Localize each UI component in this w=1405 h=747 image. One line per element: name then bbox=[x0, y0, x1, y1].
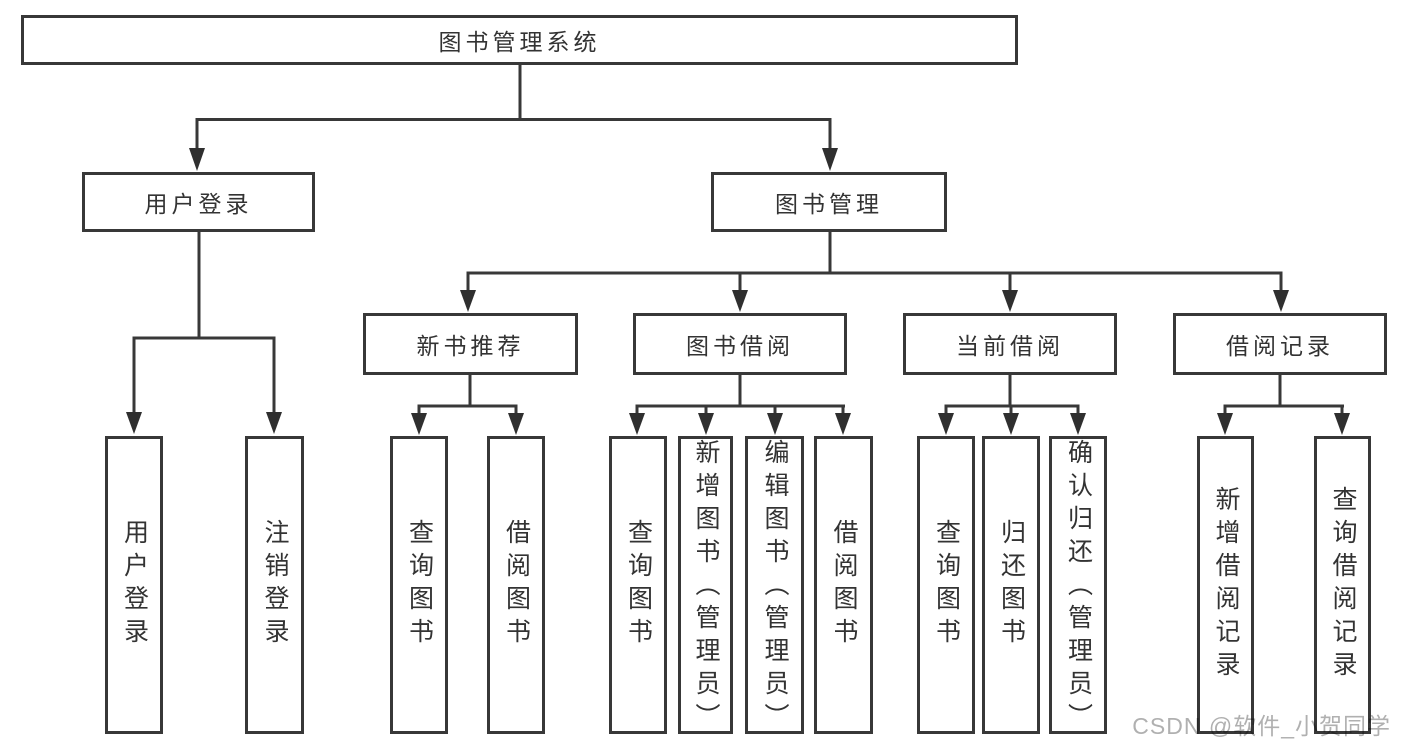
node-borrowing-records: 借阅记录 bbox=[1173, 313, 1387, 375]
leaf-confirm-return-admin: 确认归还（管理员） bbox=[1049, 436, 1107, 736]
watermark: CSDN @软件_小贺同学 bbox=[1132, 713, 1391, 739]
node-root: 图书管理系统 bbox=[21, 15, 1018, 65]
leaf-query-books-recommend: 查询图书 bbox=[390, 436, 448, 734]
leaf-return-books: 归还图书 bbox=[982, 436, 1040, 734]
node-user-login-branch: 用户登录 bbox=[82, 172, 315, 232]
leaf-add-borrow-record: 新增借阅记录 bbox=[1197, 436, 1254, 734]
leaf-user-login: 用户登录 bbox=[105, 436, 163, 734]
leaf-logout: 注销登录 bbox=[245, 436, 304, 734]
node-book-borrowing: 图书借阅 bbox=[633, 313, 847, 375]
node-current-borrowing: 当前借阅 bbox=[903, 313, 1117, 375]
leaf-borrow-books-recommend: 借阅图书 bbox=[487, 436, 545, 734]
leaf-query-books-borrowing: 查询图书 bbox=[609, 436, 667, 734]
leaf-borrow-books-borrowing: 借阅图书 bbox=[814, 436, 873, 734]
leaf-add-books-admin: 新增图书（管理员） bbox=[678, 436, 733, 736]
leaf-query-borrow-record: 查询借阅记录 bbox=[1314, 436, 1371, 734]
leaf-edit-books-admin: 编辑图书（管理员） bbox=[745, 436, 804, 736]
leaf-query-books-current: 查询图书 bbox=[917, 436, 975, 734]
node-book-management-branch: 图书管理 bbox=[711, 172, 947, 232]
node-new-book-recommend: 新书推荐 bbox=[363, 313, 578, 375]
